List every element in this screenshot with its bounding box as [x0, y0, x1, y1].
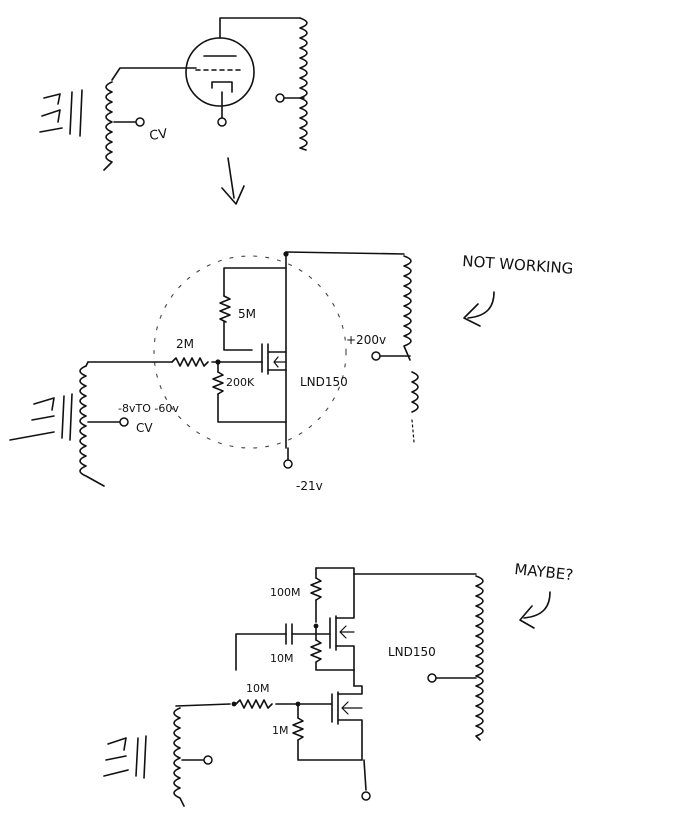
resistor-1m [292, 717, 304, 741]
resistor-5m-label: 5M [238, 307, 256, 321]
cv-label-1: CV [148, 127, 168, 144]
vacuum-tube-symbol [185, 37, 255, 107]
transformer-core-1 [39, 89, 83, 137]
negative-supply-terminal [283, 459, 293, 469]
output-coil-1 [299, 17, 308, 151]
resistor-200k [212, 371, 224, 395]
output-coil-2 [403, 255, 412, 361]
resistor-100m [310, 577, 322, 601]
input-coil-2 [79, 365, 105, 487]
cv-range-label: -8vTO -60v [118, 402, 179, 415]
output-terminal-3 [427, 673, 437, 683]
ground-terminal-3 [361, 791, 371, 801]
single-mosfet-circuit: +200v 5M 2M 200K LND150 -21v [9, 251, 574, 493]
mosfet-upper [329, 573, 355, 671]
cv-label-2: CV [136, 421, 153, 435]
cv-terminal-3 [203, 755, 213, 765]
input-coil-1 [103, 81, 113, 171]
output-terminal-1 [275, 93, 285, 103]
resistor-5m [219, 295, 231, 323]
resistor-2m [171, 357, 209, 367]
mosfet-lower [331, 685, 363, 761]
input-coil-3 [173, 707, 185, 807]
transformer-core-3 [103, 735, 147, 779]
resistor-10m-upper [310, 639, 322, 663]
tube-circuit: CV [39, 17, 308, 205]
supply-negative-label: -21v [296, 479, 323, 493]
cv-terminal-1 [135, 117, 145, 127]
supply-positive-label: +200v [346, 333, 386, 347]
resistor-1m-label: 1M [272, 724, 289, 737]
output-terminal-2 [371, 351, 381, 361]
dashed-enclosure [153, 255, 347, 449]
cathode-terminal [217, 117, 227, 127]
resistor-10m-input-label: 10M [246, 682, 270, 695]
plate-wire [219, 17, 301, 39]
not-working-note: NOT WORKING [462, 252, 574, 278]
resistor-100m-label: 100M [270, 586, 301, 599]
device-label-3: LND150 [388, 645, 436, 659]
resistor-2m-label: 2M [176, 337, 194, 351]
arrow-down-icon [221, 157, 245, 205]
transformer-core-2 [9, 393, 73, 441]
output-coil-3 [475, 575, 484, 741]
arrow-left-icon [463, 291, 495, 327]
device-label-2: LND150 [300, 375, 348, 389]
cv-terminal-2 [119, 417, 129, 427]
resistor-10m-upper-label: 10M [270, 652, 294, 665]
resistor-10m-input [235, 699, 273, 709]
mosfet-symbol-2 [261, 343, 287, 375]
maybe-note: MAYBE? [514, 560, 574, 584]
dual-mosfet-circuit: 100M 10M LND150 [103, 560, 574, 807]
resistor-200k-label: 200K [226, 376, 255, 389]
arrow-left-icon-2 [519, 591, 551, 629]
